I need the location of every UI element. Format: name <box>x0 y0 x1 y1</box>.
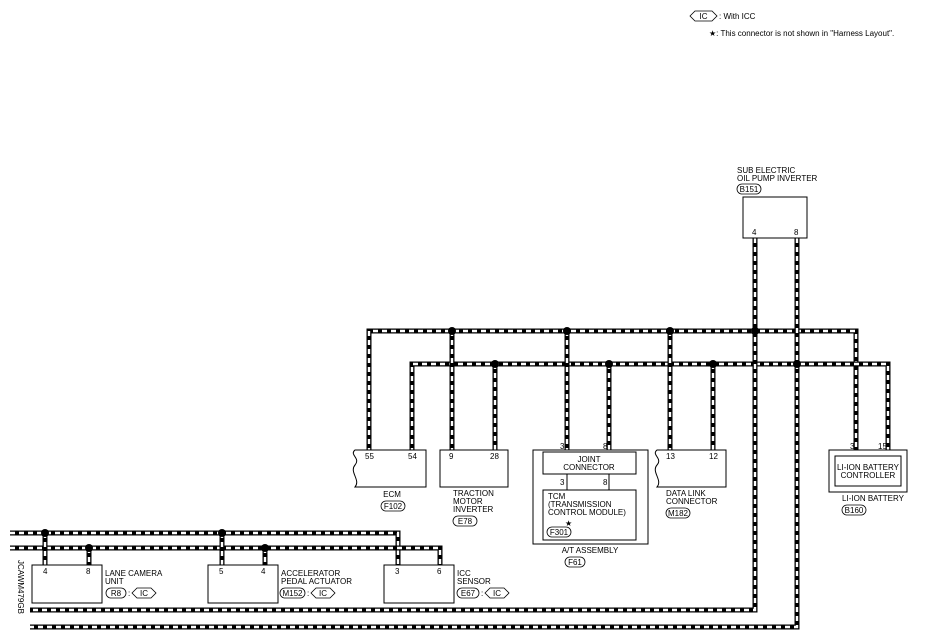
sub-inverter-code-badge <box>736 183 762 195</box>
sub-inverter-pin-b: 8 <box>794 228 799 237</box>
wire-harness <box>10 238 891 630</box>
traction-box <box>439 449 509 488</box>
diagram-code: JCAWM479GB <box>16 560 25 614</box>
icc-box <box>383 564 455 604</box>
liion-controller-box <box>834 455 902 487</box>
lane-camera-unit: 4 8 LANE CAMERA UNIT R8 : IC <box>31 564 163 604</box>
dlc-label2: CONNECTOR <box>666 497 718 506</box>
lane-camera-ic-tag: IC <box>140 589 148 598</box>
icc-ic-tag: IC <box>493 589 501 598</box>
ecm-pin-a: 55 <box>365 452 374 461</box>
lane-camera-code: R8 <box>111 589 122 598</box>
dlc-box <box>654 449 727 488</box>
traction-label3: INVERTER <box>453 505 494 514</box>
liion-pin-b: 15 <box>878 442 887 451</box>
wire-lower-bus <box>409 361 891 453</box>
dlc-label1: DATA LINK <box>666 489 706 498</box>
dlc-code: M182 <box>668 509 689 518</box>
star-legend-text: ★: This connector is not shown in "Harne… <box>709 29 894 38</box>
wire-icc-lower <box>10 545 443 565</box>
pedal-label1: ACCELERATOR <box>281 569 340 578</box>
wire-upper-bus <box>366 328 859 453</box>
traction-label2: MOTOR <box>453 497 483 506</box>
liion-label3: LI-ION BATTERY <box>842 494 905 503</box>
data-link-connector: 13 12 DATA LINK CONNECTOR M182 <box>654 449 727 519</box>
dlc-pin-b: 12 <box>709 452 718 461</box>
splice-points <box>41 327 801 552</box>
icc-label1: ICC <box>457 569 471 578</box>
lane-camera-pin-b: 8 <box>86 567 91 576</box>
joint-label2: CONNECTOR <box>563 463 615 472</box>
tcm-label1: TCM <box>548 492 566 501</box>
pedal-label2: PEDAL ACTUATOR <box>281 577 352 586</box>
icc-sensor: 3 6 ICC SENSOR E67 : IC <box>383 564 510 604</box>
ic-legend-tag-text: IC <box>700 12 708 21</box>
ecm: 55 54 ECM F102 <box>352 449 427 512</box>
pedal-box <box>207 564 279 604</box>
joint-pin-d: 8 <box>603 478 608 487</box>
ecm-box <box>352 449 427 488</box>
sub-inverter-label1: SUB ELECTRIC <box>737 166 795 175</box>
traction-code: E78 <box>458 517 473 526</box>
lane-camera-box <box>31 564 103 604</box>
icc-pin-a: 3 <box>395 567 400 576</box>
ecm-code: F102 <box>384 502 403 511</box>
liion-pin-a: 3 <box>850 442 855 451</box>
sub-inverter-code: B151 <box>740 185 759 194</box>
accelerator-pedal-actuator: 5 4 ACCELERATOR PEDAL ACTUATOR M152 : IC <box>207 564 352 604</box>
lane-camera-pin-a: 4 <box>43 567 48 576</box>
at-assembly-code: F61 <box>568 558 582 567</box>
icc-label2: SENSOR <box>457 577 491 586</box>
sub-inverter-pin-a: 4 <box>752 228 757 237</box>
ic-legend-tag <box>689 10 718 22</box>
joint-pin-a: 3 <box>560 442 565 451</box>
pedal-ic-tag: IC <box>319 589 327 598</box>
svg-text::: : <box>481 589 483 598</box>
sub-inverter-label2: OIL PUMP INVERTER <box>737 174 818 183</box>
ic-legend-text: : With ICC <box>719 12 756 21</box>
at-assembly-label: A/T ASSEMBLY <box>562 546 619 555</box>
joint-label1: JOINT <box>577 455 600 464</box>
icc-pin-b: 6 <box>437 567 442 576</box>
tcm-star: ★ <box>565 519 572 528</box>
liion-label1: LI-ION BATTERY <box>837 463 900 472</box>
sub-inverter: SUB ELECTRIC OIL PUMP INVERTER B151 4 8 <box>736 166 818 239</box>
legend: IC : With ICC ★: This connector is not s… <box>689 10 894 38</box>
lane-camera-label1: LANE CAMERA <box>105 569 163 578</box>
dlc-pin-a: 13 <box>666 452 675 461</box>
joint-connector-box <box>542 451 637 475</box>
traction-pin-b: 28 <box>490 452 499 461</box>
icc-code: E67 <box>461 589 476 598</box>
pedal-pin-a: 5 <box>219 567 224 576</box>
traction-label1: TRACTION <box>453 489 494 498</box>
tcm-label2: (TRANSMISSION <box>548 500 612 509</box>
joint-pin-c: 3 <box>560 478 565 487</box>
svg-text::: : <box>128 589 130 598</box>
traction-inverter: 9 28 TRACTION MOTOR INVERTER E78 <box>439 449 509 527</box>
tcm-label3: CONTROL MODULE) <box>548 508 626 517</box>
lane-camera-label2: UNIT <box>105 577 124 586</box>
svg-text::: : <box>307 589 309 598</box>
tcm-code: F301 <box>550 528 569 537</box>
liion-label2: CONTROLLER <box>841 471 896 480</box>
wire-sub-4 <box>30 238 758 613</box>
ecm-label: ECM <box>383 490 401 499</box>
sub-inverter-box <box>742 196 808 239</box>
ecm-pin-b: 54 <box>408 452 417 461</box>
traction-pin-a: 9 <box>449 452 454 461</box>
liion-code: B160 <box>845 506 864 515</box>
pedal-pin-b: 4 <box>261 567 266 576</box>
tcm-box <box>542 489 637 541</box>
liion-battery: 3 15 LI-ION BATTERY CONTROLLER LI-ION BA… <box>828 442 908 516</box>
pedal-code: M152 <box>282 589 303 598</box>
joint-pin-b: 8 <box>603 442 608 451</box>
at-assembly: 3 8 JOINT CONNECTOR 3 8 TCM (TRANSMISSIO… <box>532 442 649 568</box>
